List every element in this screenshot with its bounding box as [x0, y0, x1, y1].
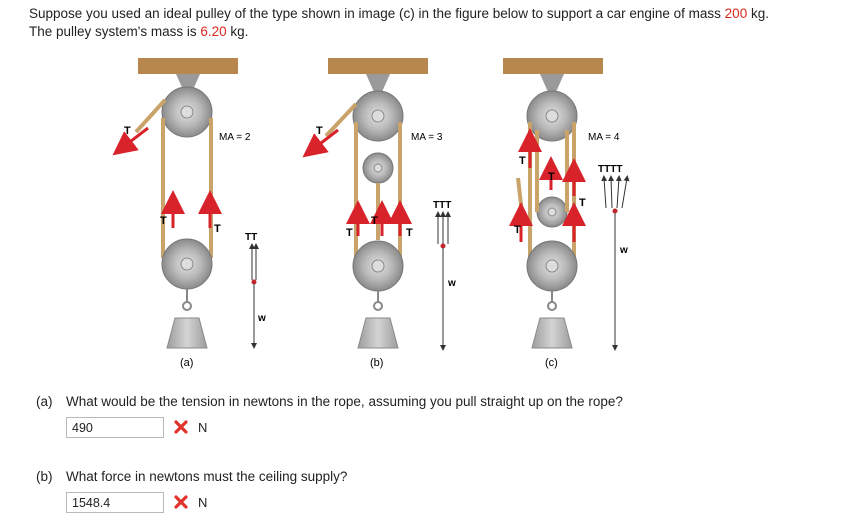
problem-line-2: The pulley system's mass is 6.20 kg. — [29, 24, 249, 39]
unit-label: N — [198, 420, 208, 435]
question-label: (a) — [36, 394, 53, 409]
tension-arrow — [112, 126, 149, 156]
hook — [547, 301, 557, 311]
problem-statement: Suppose you used an ideal pulley of the … — [29, 5, 849, 41]
question-b: (b) What force in newtons must the ceilin… — [36, 469, 347, 484]
pulley-mass-value: 6.20 — [200, 24, 227, 39]
fbd-arrow — [601, 175, 608, 209]
tension-label: T — [548, 171, 555, 183]
fbd-tension-labels: TTTT — [598, 164, 622, 175]
ceiling-block — [503, 58, 603, 74]
fbd-arrow — [621, 175, 630, 209]
pulley-hub — [373, 163, 383, 173]
tension-label: T — [519, 155, 526, 167]
hook — [182, 301, 192, 311]
question-text: What force in newtons must the ceiling s… — [66, 469, 348, 484]
caption-c: (c) — [545, 357, 558, 369]
tension-label: T — [371, 215, 378, 227]
tension-label: T — [514, 224, 521, 236]
pulley-hub — [180, 105, 194, 119]
hook — [373, 301, 383, 311]
problem-line-1: Suppose you used an ideal pulley of the … — [29, 6, 769, 21]
fbd-arrow — [615, 175, 622, 209]
pulley-hub — [371, 259, 385, 273]
pulley-hub — [371, 109, 385, 123]
weight-block — [166, 317, 208, 349]
ceiling-block — [138, 58, 238, 74]
tension-label: T — [160, 215, 167, 227]
fbd-c: TTTT w — [598, 164, 630, 351]
incorrect-x-icon — [174, 495, 188, 509]
ceiling-block — [328, 58, 428, 74]
incorrect-x-icon — [174, 420, 188, 434]
tension-label: T — [316, 125, 323, 137]
tension-label: T — [406, 227, 413, 239]
weight-block — [531, 317, 573, 349]
question-text: What would be the tension in newtons in … — [66, 394, 623, 409]
pulley-figure: T T T MA = 2 (a) TT w T — [112, 58, 630, 369]
fbd-dot — [612, 208, 618, 214]
tension-label: T — [214, 223, 221, 235]
tension-label: T — [579, 197, 586, 209]
engine-mass-value: 200 — [724, 6, 748, 21]
tension-label: T — [346, 227, 353, 239]
ma-label-a: MA = 2 — [219, 132, 251, 143]
weight-block — [357, 317, 399, 349]
caption-b: (b) — [370, 357, 383, 369]
panel-b: T T T T MA = 3 (b) TTT w — [302, 58, 456, 369]
answer-input-b[interactable]: 1548.4 — [66, 492, 164, 513]
rope — [324, 102, 358, 138]
fbd-a: TT w — [245, 232, 266, 349]
pulley-bracket — [366, 74, 390, 92]
panel-c: T T T T MA = 4 (c) TTTT w — [503, 58, 630, 369]
tension-arrow — [302, 128, 339, 158]
pulley-hub — [547, 207, 557, 217]
pulley-bracket — [540, 74, 564, 92]
pulley-hub — [180, 257, 194, 271]
fbd-b: TTT w — [433, 200, 456, 351]
unit-label: N — [198, 495, 208, 510]
fbd-dot — [440, 243, 446, 249]
weight-label: w — [619, 245, 628, 256]
ma-label-b: MA = 3 — [411, 132, 443, 143]
fbd-dot — [251, 279, 257, 285]
answer-input-a[interactable]: 490 — [66, 417, 164, 438]
weight-label: w — [257, 313, 266, 324]
fbd-tension-labels: TTT — [433, 200, 451, 211]
caption-a: (a) — [180, 357, 193, 369]
pulley-hub — [545, 259, 559, 273]
rope — [134, 98, 167, 134]
fbd-tension-labels: TT — [245, 232, 257, 243]
question-a: (a) What would be the tension in newtons … — [36, 394, 623, 409]
tension-label: T — [124, 125, 131, 137]
ma-label-c: MA = 4 — [588, 132, 620, 143]
pulley-hub — [545, 109, 559, 123]
fbd-arrow — [608, 175, 615, 209]
weight-label: w — [447, 278, 456, 289]
question-label: (b) — [36, 469, 53, 484]
panel-a: T T T MA = 2 (a) TT w — [112, 58, 266, 369]
